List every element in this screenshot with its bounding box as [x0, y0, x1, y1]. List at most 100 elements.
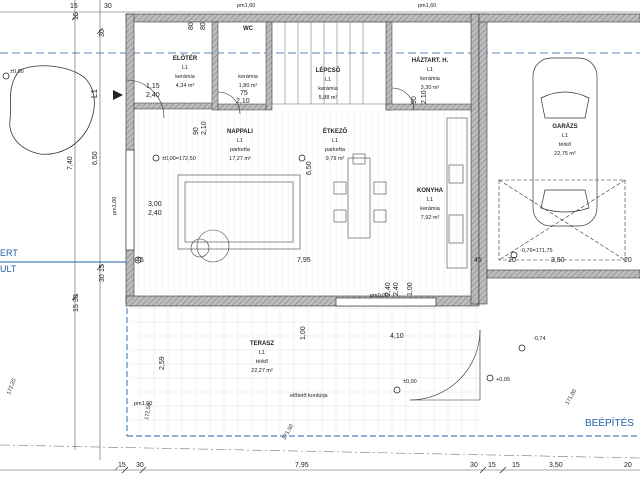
terrace-window [335, 297, 437, 307]
room-label-nappali: NAPPALI L1 parketta 17,27 m² [227, 129, 253, 162]
svg-text:20: 20 [624, 257, 632, 264]
svg-text:172,50: 172,50 [144, 403, 153, 421]
svg-text:30: 30 [99, 29, 106, 37]
room-name: ELŐTÉR [173, 54, 198, 62]
svg-text:80: 80 [200, 22, 207, 30]
dining-table [333, 153, 387, 239]
svg-text:+0,05: +0,05 [496, 377, 510, 383]
staircase [271, 21, 387, 105]
svg-text:3,50: 3,50 [551, 257, 565, 264]
svg-text:pm0,00: pm0,00 [370, 293, 388, 299]
svg-text:1,00: 1,00 [300, 326, 307, 340]
room-name: HÁZTART. H. [412, 57, 449, 64]
svg-text:45: 45 [136, 257, 144, 264]
room-label-wc: WC kerámia 1,80 m² [238, 26, 259, 89]
svg-text:pm1,60: pm1,60 [237, 3, 255, 9]
svg-text:15: 15 [70, 3, 78, 10]
room-material: kerámia [238, 74, 259, 80]
room-label-eloter: ELŐTÉR L1 kerámia 4,34 m² [173, 54, 198, 89]
terrace-tiles [130, 306, 480, 432]
svg-text:-0,76=171,75: -0,76=171,75 [520, 248, 553, 254]
svg-text:2,10: 2,10 [421, 90, 428, 104]
svg-text:20: 20 [624, 462, 632, 469]
svg-text:2,10: 2,10 [236, 98, 250, 105]
house-walls [125, 13, 640, 307]
room-label-garazs: GARÁZS L1 térkő 22,75 m² [552, 123, 577, 157]
level-markers [2, 72, 526, 394]
svg-text:15: 15 [73, 304, 80, 312]
svg-text:80: 80 [188, 22, 195, 30]
beepites-label: BEÉPÍTÉS [585, 416, 634, 429]
living-window [125, 149, 135, 251]
garage-cross [498, 179, 626, 261]
room-name: LÉPCSŐ [316, 66, 341, 74]
svg-text:2,10: 2,10 [201, 121, 208, 135]
room-name: TERASZ [250, 341, 274, 347]
svg-text:20: 20 [508, 257, 516, 264]
svg-text:2,40: 2,40 [148, 210, 162, 217]
room-level: L1 [325, 77, 331, 83]
svg-text:pm1,00: pm1,00 [112, 197, 118, 215]
dimension-labels: 1,15 2,40 75 2,10 90 2,10 90 2,10 3,00 2… [67, 3, 632, 469]
svg-text:1,15: 1,15 [146, 83, 160, 90]
svg-text:7,95: 7,95 [297, 257, 311, 264]
room-material: kerámia [175, 74, 196, 80]
room-name: WC [243, 26, 254, 32]
svg-text:15: 15 [488, 462, 496, 469]
svg-text:45: 45 [474, 257, 482, 264]
svg-text:171,00: 171,00 [565, 388, 579, 406]
svg-text:7,95: 7,95 [295, 462, 309, 469]
svg-text:2,40: 2,40 [146, 92, 160, 99]
svg-text:2,59: 2,59 [159, 356, 166, 370]
entry-arrow-icon [113, 90, 123, 100]
room-name: NAPPALI [227, 129, 253, 135]
room-name: KONYHA [417, 188, 444, 194]
room-name: ÉTKEZŐ [323, 127, 348, 135]
car-outline [532, 57, 598, 227]
svg-text:15: 15 [118, 462, 126, 469]
door-swings [125, 79, 481, 401]
room-area: 9,79 m² [326, 156, 345, 162]
room-level: L1 [562, 133, 568, 139]
svg-text:15: 15 [73, 12, 80, 20]
room-material: parketta [230, 147, 251, 153]
svg-text:90: 90 [193, 127, 200, 135]
svg-text:pm1,00: pm1,00 [134, 401, 152, 407]
svg-text:6,50: 6,50 [306, 161, 313, 175]
room-label-etkezo: ÉTKEZŐ L1 parketta 9,79 m² [323, 127, 348, 162]
svg-text:30: 30 [99, 274, 106, 282]
svg-text:4,10: 4,10 [390, 333, 404, 340]
room-material: kerámia [318, 86, 339, 92]
svg-text:30: 30 [104, 3, 112, 10]
room-level: L1 [259, 350, 265, 356]
room-material: térkő [256, 359, 268, 365]
room-label-haztart: HÁZTART. H. L1 kerámia 3,30 m² [412, 57, 449, 91]
svg-text:pm1,60: pm1,60 [418, 3, 436, 9]
room-area: 3,30 m² [421, 85, 440, 91]
svg-text:15: 15 [512, 462, 520, 469]
svg-text:90: 90 [411, 96, 418, 104]
room-level: L1 [237, 138, 243, 144]
kitchen-counter [446, 117, 468, 269]
room-level: L1 [427, 67, 433, 73]
sofa [177, 174, 301, 263]
svg-text:6,50: 6,50 [92, 151, 99, 165]
room-area: 17,27 m² [229, 156, 251, 162]
svg-text:±0,00: ±0,00 [403, 379, 417, 385]
room-area: 5,88 m² [319, 95, 338, 101]
room-level: L1 [182, 65, 188, 71]
room-level: L1 [427, 197, 433, 203]
ult-label: ULT [0, 264, 17, 274]
svg-text:30: 30 [136, 462, 144, 469]
svg-text:±0,00=172,50: ±0,00=172,50 [162, 156, 196, 162]
level-labels: pm1,60 pm1,60 ±0,00 ±0,00=172,50 -0,76=1… [6, 3, 578, 441]
room-material: térkő [559, 142, 571, 148]
svg-text:172,20: 172,20 [6, 378, 17, 396]
svg-text:15: 15 [99, 264, 106, 272]
room-label-lepcso: LÉPCSŐ L1 kerámia 5,88 m² [316, 66, 341, 101]
room-label-terasz: TERASZ L1 térkő 22,27 m² [250, 341, 274, 374]
room-name: GARÁZS [552, 123, 577, 130]
svg-text:30: 30 [470, 462, 478, 469]
